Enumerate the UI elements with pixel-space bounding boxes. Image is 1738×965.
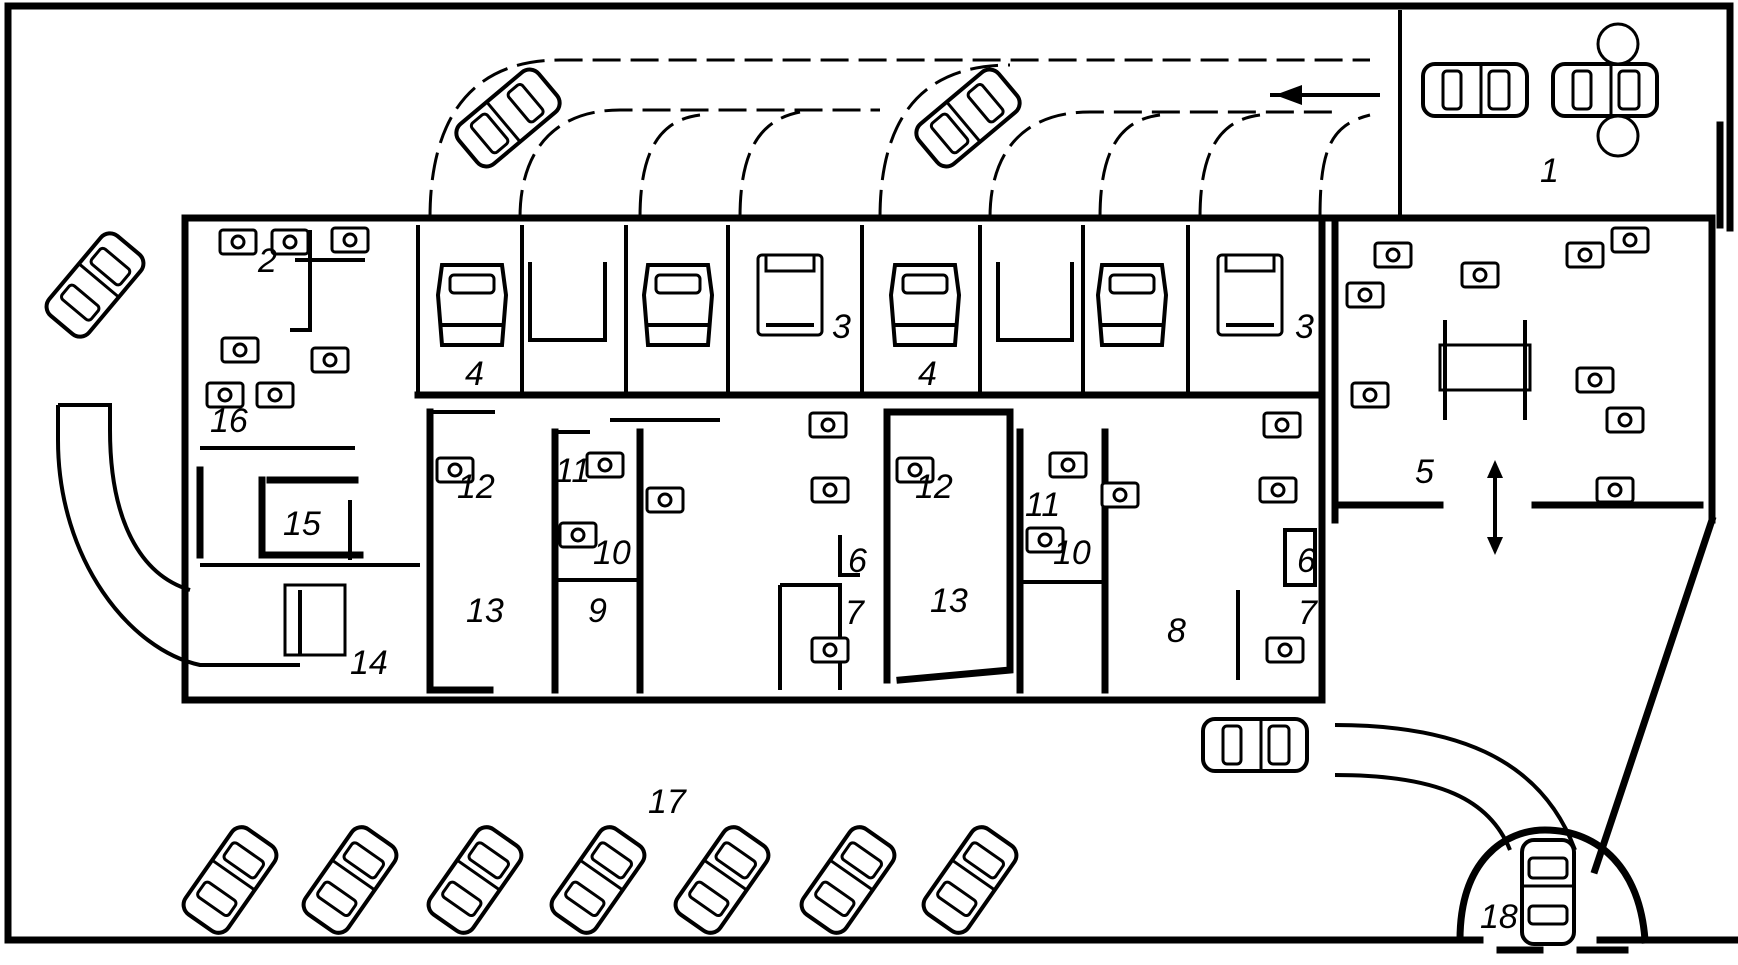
label-zone-3a: 3 xyxy=(832,308,851,346)
main-building xyxy=(181,214,1717,875)
label-zone-14: 14 xyxy=(350,644,388,682)
maneuvering-paths xyxy=(428,58,1380,219)
label-zone-3b: 3 xyxy=(1295,308,1314,346)
label-zone-18: 18 xyxy=(1480,898,1518,936)
parked-car-5 xyxy=(668,820,776,940)
car-arc-bay-2 xyxy=(909,62,1027,174)
label-zone-2: 2 xyxy=(257,242,277,280)
car-gate xyxy=(1520,838,1576,946)
label-zone-10a: 10 xyxy=(593,534,631,572)
parked-car-7 xyxy=(916,820,1024,940)
parked-car-4 xyxy=(544,820,652,940)
label-zone-12b: 12 xyxy=(915,468,953,506)
car-wash-1 xyxy=(1421,62,1529,118)
label-zone-11b: 11 xyxy=(1025,486,1060,524)
office-block xyxy=(196,226,420,657)
label-zone-17: 17 xyxy=(648,783,687,821)
label-zone-4a: 4 xyxy=(465,355,484,393)
label-zone-11a: 11 xyxy=(555,452,590,490)
site-boundary xyxy=(4,2,1738,944)
exit-driveway xyxy=(1334,723,1649,954)
parked-car-2 xyxy=(296,820,404,940)
car-entering-left xyxy=(39,226,151,344)
car-exit xyxy=(1201,717,1309,773)
entry-driveway xyxy=(56,403,300,667)
zone-labels: 1 2 3 3 4 4 5 6 6 7 7 8 9 10 10 11 11 12… xyxy=(210,152,1559,936)
label-zone-7b: 7 xyxy=(1298,594,1318,632)
label-zone-6b: 6 xyxy=(1297,542,1316,580)
car-arc-bay-1 xyxy=(449,62,567,174)
label-zone-1: 1 xyxy=(1540,152,1559,190)
label-zone-7a: 7 xyxy=(845,594,865,632)
label-zone-16: 16 xyxy=(210,402,248,440)
label-zone-13a: 13 xyxy=(466,592,504,630)
parked-car-3 xyxy=(421,820,529,940)
label-zone-10b: 10 xyxy=(1053,534,1091,572)
label-zone-6a: 6 xyxy=(848,542,867,580)
wash-brushes xyxy=(1596,22,1640,158)
parked-car-1 xyxy=(176,820,284,940)
label-zone-15: 15 xyxy=(283,505,321,543)
label-zone-8: 8 xyxy=(1167,612,1186,650)
label-zone-13b: 13 xyxy=(930,582,968,620)
label-zone-4b: 4 xyxy=(918,355,937,393)
label-zone-9: 9 xyxy=(588,592,607,630)
label-zone-5: 5 xyxy=(1415,453,1434,491)
workshop-rooms xyxy=(426,408,1317,694)
zone-5-equipment xyxy=(1345,226,1650,555)
label-zone-12a: 12 xyxy=(457,468,495,506)
service-bays xyxy=(414,225,1322,399)
car-wash-2 xyxy=(1551,62,1659,118)
parked-car-6 xyxy=(794,820,902,940)
